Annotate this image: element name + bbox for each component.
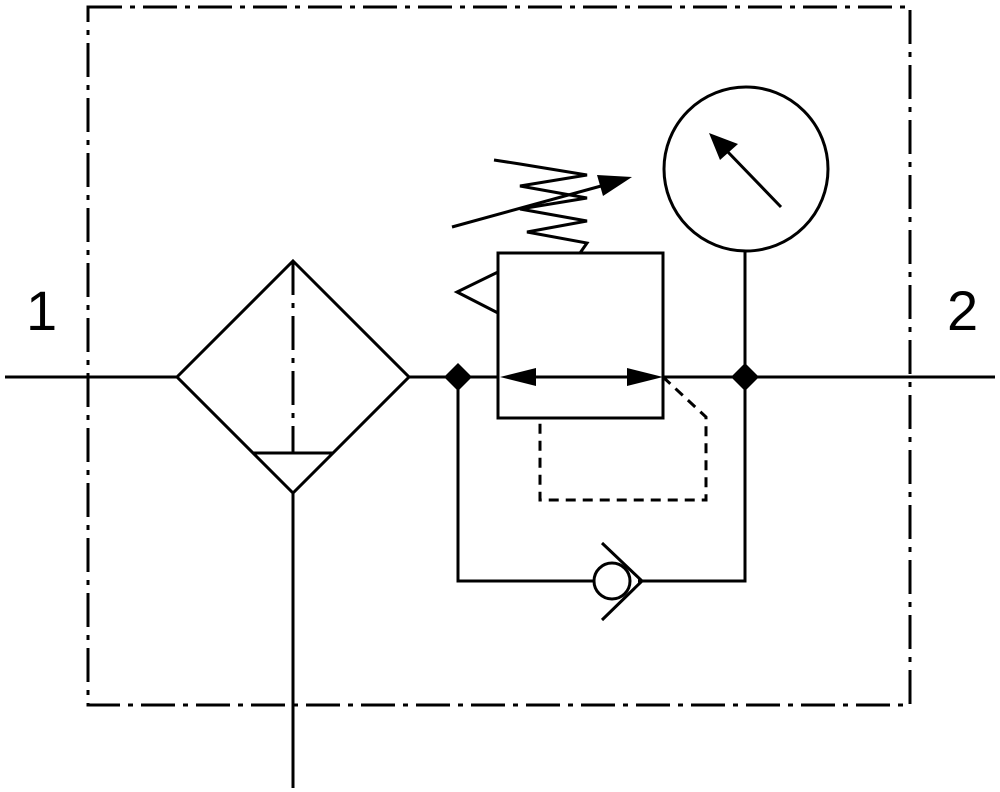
filter-icon: [174, 258, 412, 788]
pressure-gauge-icon: [662, 85, 830, 377]
port-1-label: 1: [26, 279, 58, 342]
pressure-regulator-icon: [453, 251, 708, 502]
adjustable-spring-icon: [451, 158, 632, 254]
port-2-label: 2: [947, 279, 979, 342]
check-valve-bypass: [456, 377, 747, 622]
check-valve-ball-icon: [592, 561, 632, 601]
check-valve-seat-icon: [600, 541, 645, 622]
boundary-enclosure: [86, 5, 912, 707]
